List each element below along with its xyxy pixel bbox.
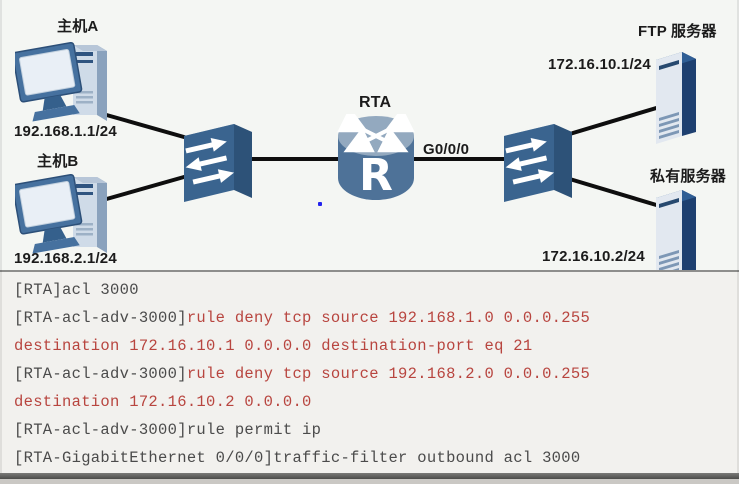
switch-icon [184, 124, 252, 202]
console-lines: [RTA]acl 3000 [RTA-acl-adv-3000]rule deny… [14, 276, 739, 472]
topology-links [101, 104, 665, 209]
private-server-label: 私有服务器 [650, 168, 727, 185]
private-server-ip: 172.16.10.2/24 [542, 248, 645, 265]
console-line: [RTA-GigabitEthernet 0/0/0]traffic-filte… [14, 449, 581, 467]
console-line: [RTA]acl 3000 [14, 281, 139, 299]
computer-icon [12, 41, 107, 122]
window-bottom-strip [0, 479, 739, 484]
right-edge [737, 0, 739, 473]
router-label: RTA [359, 94, 392, 111]
ftp-server-icon [648, 46, 706, 144]
router-cylinder: R [337, 107, 415, 201]
server-icon [656, 190, 696, 282]
svg-text:R: R [359, 150, 393, 201]
link-hosta-switch1 [101, 112, 200, 143]
host-b-label: 主机B [37, 153, 79, 170]
link-hostb-switch1 [101, 171, 200, 202]
link-switch2-ftp [561, 104, 665, 138]
ftp-server-ip: 172.16.10.1/24 [548, 56, 651, 73]
private-server-icon [648, 184, 706, 282]
cursor-dot [318, 202, 322, 206]
console-line: [RTA-acl-adv-3000]rule deny tcp source 1… [14, 309, 591, 327]
link-switch2-private [561, 175, 665, 209]
switch-right-icon [500, 116, 576, 202]
ftp-server-label: FTP 服务器 [638, 23, 717, 40]
host-b-icon [12, 165, 119, 259]
switch-left-icon [180, 116, 256, 202]
host-a-label: 主机A [57, 18, 99, 35]
server-icon [656, 52, 696, 144]
router-icon: R [336, 107, 416, 202]
console-line: [RTA-acl-adv-3000]rule deny tcp source 1… [14, 365, 591, 383]
console-line: destination 172.16.10.1 0.0.0.0 destinat… [14, 337, 533, 355]
computer-icon [12, 173, 107, 254]
console-line: [RTA-acl-adv-3000]rule permit ip [14, 421, 322, 439]
window-bottom-bar [0, 473, 739, 479]
host-a-icon [12, 33, 119, 127]
switch-icon [504, 124, 572, 202]
router-interface-label: G0/0/0 [423, 141, 470, 158]
network-topology-diagram: 主机A 192.168.1.1/24 主机B 192 [12, 18, 727, 282]
host-b-ip: 192.168.2.1/24 [14, 250, 117, 267]
console-line: destination 172.16.10.2 0.0.0.0 [14, 393, 312, 411]
host-a-ip: 192.168.1.1/24 [14, 123, 117, 140]
cli-console: [RTA]acl 3000 [RTA-acl-adv-3000]rule deny… [0, 270, 739, 473]
left-edge [0, 0, 2, 473]
